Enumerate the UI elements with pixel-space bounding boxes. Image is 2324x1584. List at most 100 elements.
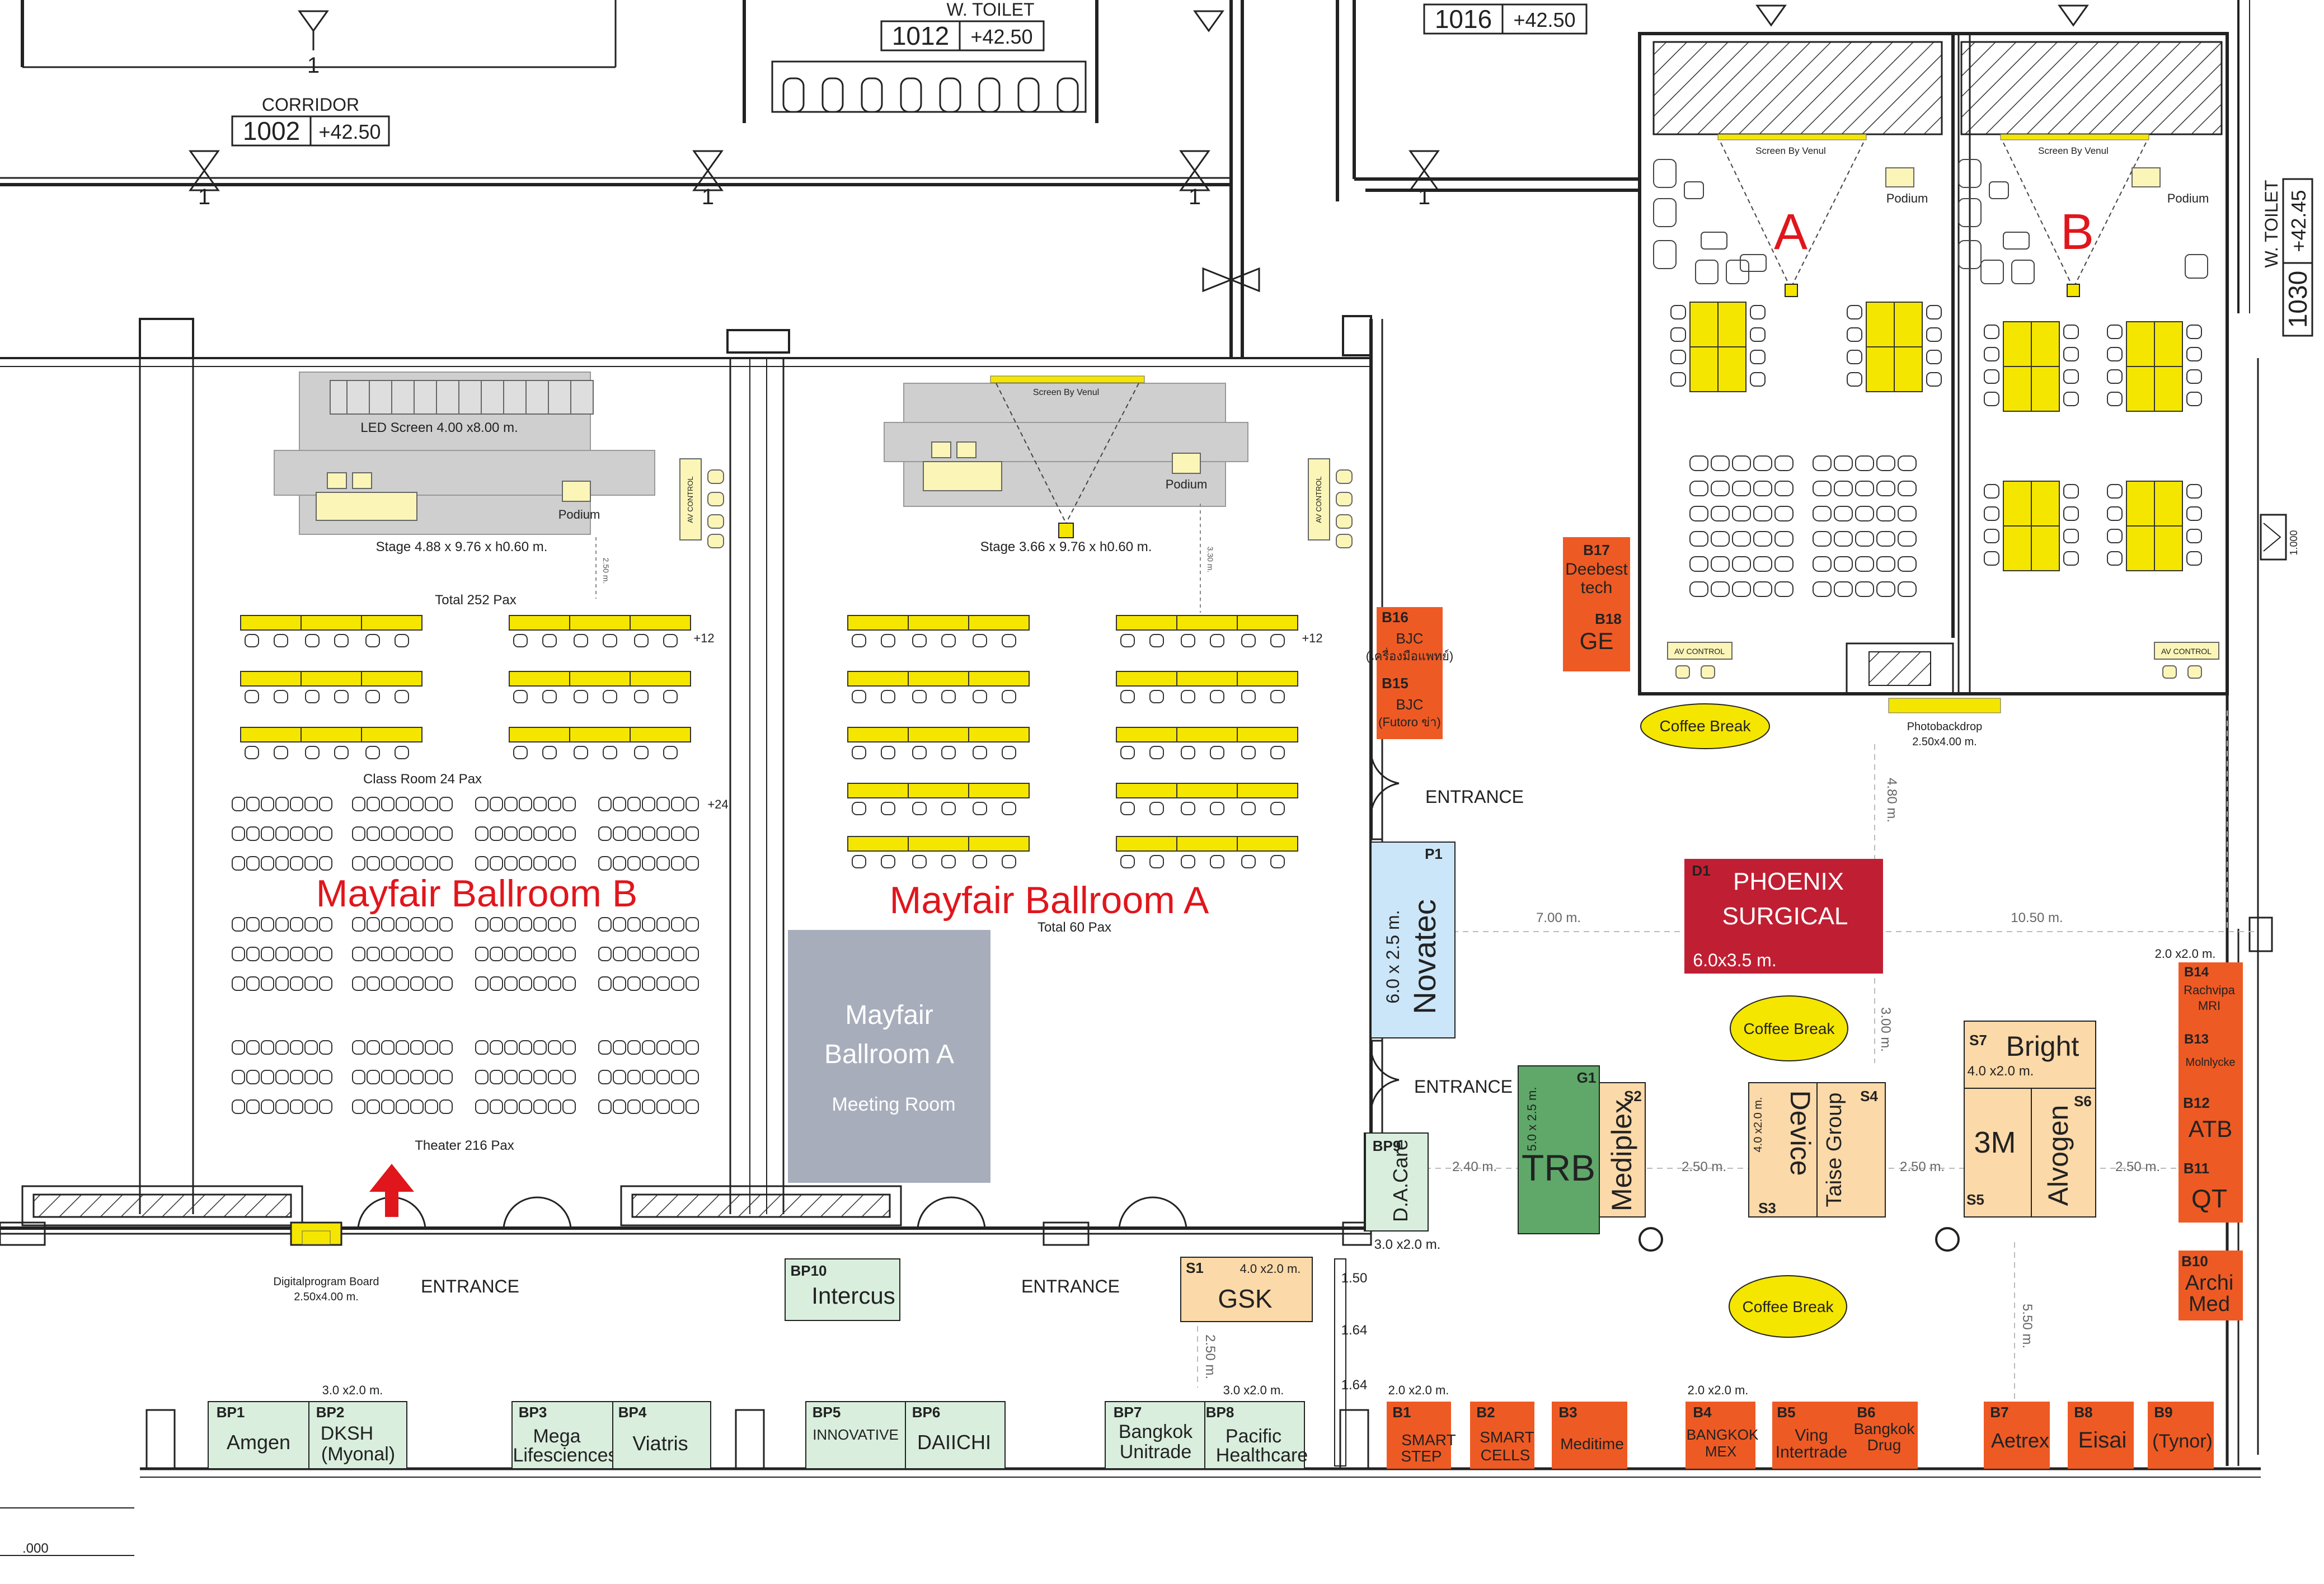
booth-bp5[interactable]: BP5 INNOVATIVE: [805, 1401, 906, 1469]
booth-bp4[interactable]: BP4 Viatris: [612, 1401, 711, 1469]
chair: [603, 690, 617, 703]
booth-s5[interactable]: 3M S5: [1964, 1088, 2032, 1218]
booth-b12[interactable]: B12 ATB: [2179, 1085, 2243, 1147]
booth-s4[interactable]: S4 Taise Group: [1816, 1082, 1886, 1218]
svg-text:4.0 x2.0 m.: 4.0 x2.0 m.: [1752, 1097, 1764, 1153]
booth-s7[interactable]: S7 Bright 4.0 x2.0 m.: [1964, 1021, 2096, 1089]
seat: [627, 1040, 641, 1055]
ballroom-b-title: Mayfair Ballroom B: [316, 872, 637, 915]
booth-b9[interactable]: B9 (Tynor): [2148, 1402, 2214, 1469]
svg-text:B6: B6: [1857, 1404, 1875, 1421]
booth-bp2[interactable]: BP2 DKSH (Myonal): [308, 1401, 407, 1469]
svg-text:B1: B1: [1392, 1404, 1411, 1421]
booth-b11[interactable]: B11 QT: [2179, 1147, 2243, 1223]
svg-text:SMART: SMART: [1401, 1431, 1456, 1449]
chair: [513, 690, 528, 703]
booth-s1[interactable]: S1 4.0 x2.0 m. GSK: [1180, 1257, 1313, 1322]
seat: [562, 947, 576, 961]
booth-bp3[interactable]: BP3 Mega Lifesciences: [511, 1401, 618, 1469]
booth-b6[interactable]: B6 Bangkok Drug: [1851, 1402, 1918, 1469]
booth-b3[interactable]: B3 Meditime: [1552, 1402, 1627, 1469]
booth-b15[interactable]: B15 BJC (Futoro ข่า): [1377, 673, 1443, 739]
seat: [410, 826, 424, 841]
seat: [613, 1070, 626, 1084]
table: [908, 783, 969, 798]
seat: [1689, 581, 1708, 597]
booth-bp7[interactable]: BP7 Bangkok Unitrade: [1105, 1401, 1205, 1469]
booth-b10[interactable]: B10 Archi Med: [2179, 1251, 2243, 1320]
seat: [490, 917, 503, 932]
rooms-ab-furniture: [1653, 159, 2208, 284]
svg-text:BP2: BP2: [316, 1404, 345, 1421]
corridor-code: 1002: [243, 116, 300, 145]
booth-bp10[interactable]: BP10 Intercus: [785, 1258, 900, 1321]
chair: [603, 634, 617, 647]
svg-text:2.50 m.: 2.50 m.: [1203, 1334, 1218, 1379]
booth-bp8[interactable]: BP8 Pacific Healthcare: [1204, 1401, 1308, 1469]
booth-b16[interactable]: B16 BJC (เครื่องมือแพทย์): [1366, 607, 1453, 673]
table: [968, 615, 1030, 631]
booth-bp6[interactable]: BP6 DAIICHI: [905, 1401, 1006, 1469]
seat: [439, 856, 453, 871]
seat: [319, 856, 332, 871]
table: [908, 836, 969, 852]
svg-text:B12: B12: [2183, 1094, 2210, 1111]
seat: [671, 976, 684, 991]
booth-b5[interactable]: B5 Ving Intertrade: [1772, 1402, 1851, 1469]
seat: [1855, 581, 1874, 597]
booth-b17[interactable]: B17 Deebest tech: [1563, 537, 1630, 604]
booth-b4[interactable]: B4 BANGKOK MEX: [1686, 1402, 1759, 1469]
table: [1176, 671, 1238, 687]
svg-text:4.0 x2.0 m.: 4.0 x2.0 m.: [1968, 1064, 2034, 1079]
booth-p1[interactable]: P1 6.0 x 2.5 m. Novatec: [1370, 838, 1456, 1042]
booth-s3[interactable]: 4.0 x2.0 m. Device S3: [1748, 1082, 1818, 1218]
booth-g1[interactable]: G1 5.0 x 2.5 m. TRB: [1518, 1065, 1600, 1234]
booth-s6[interactable]: S6 Alvogen: [2031, 1088, 2096, 1218]
booth-b2[interactable]: B2 SMART CELLS: [1470, 1402, 1534, 1469]
svg-text:P1: P1: [1425, 845, 1443, 862]
booth-b8[interactable]: B8 Eisai: [2068, 1402, 2134, 1469]
chair: [365, 746, 380, 759]
svg-text:4.0 x2.0 m.: 4.0 x2.0 m.: [1240, 1262, 1301, 1276]
seat: [396, 947, 409, 961]
table: [361, 615, 422, 631]
seat: [1898, 531, 1917, 547]
seat: [246, 1040, 260, 1055]
svg-text:1: 1: [1189, 185, 1201, 209]
seat: [656, 1070, 670, 1084]
seat: [381, 1040, 395, 1055]
booth-b1[interactable]: B1 SMART STEP: [1387, 1402, 1456, 1469]
chair: [973, 855, 987, 868]
seat: [1855, 506, 1874, 521]
booth-b14[interactable]: B14 Rachvipa MRI: [2179, 962, 2243, 1024]
table: [1717, 302, 1746, 347]
seat: [598, 976, 612, 991]
seat: [1855, 531, 1874, 547]
seat: [1834, 481, 1853, 496]
booth-bp1[interactable]: BP1 Amgen: [208, 1401, 309, 1469]
booth-b13[interactable]: B13 Molnlycke: [2179, 1024, 2243, 1085]
booth-d1[interactable]: D1 PHOENIX SURGICAL 6.0x3.5 m.: [1684, 859, 1883, 974]
seat: [352, 797, 365, 811]
chair: [245, 690, 259, 703]
booth-bp9[interactable]: BP9 D.A.Care 3.0 x2.0 m.: [1364, 1132, 1440, 1252]
seat: [1711, 481, 1730, 496]
booth-s2[interactable]: S2 Mediplex: [1599, 1082, 1646, 1218]
seat: [439, 797, 453, 811]
seat: [304, 947, 318, 961]
seat: [1711, 556, 1730, 572]
svg-text:TRB: TRB: [1522, 1147, 1595, 1188]
seat: [504, 947, 518, 961]
chair: [574, 746, 588, 759]
table: [509, 727, 570, 742]
booth-b18[interactable]: B18 GE: [1563, 604, 1630, 671]
svg-text:Bright: Bright: [2006, 1031, 2079, 1062]
chair: [973, 802, 987, 815]
svg-text:1: 1: [307, 53, 320, 78]
booth-b7[interactable]: B7 Aetrex: [1984, 1402, 2050, 1469]
chair: [542, 690, 557, 703]
table: [361, 727, 422, 742]
seat: [533, 856, 547, 871]
seat: [319, 917, 332, 932]
chair: [912, 634, 927, 647]
